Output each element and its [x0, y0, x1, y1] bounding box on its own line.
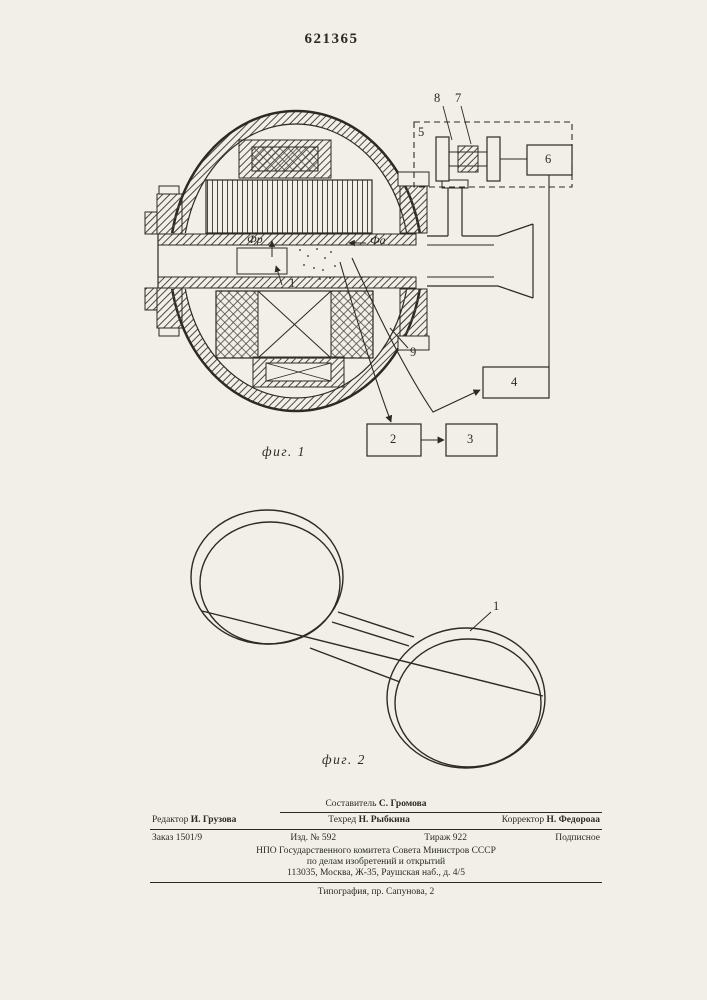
colophon-rule-2: [150, 828, 602, 830]
corrector-entry: Корректор Н. Федороаа: [502, 815, 600, 826]
colophon: Составитель С. Громова Редактор И. Грузо…: [150, 799, 602, 897]
editor-entry: Редактор И. Грузова: [152, 815, 236, 826]
editor-label: Редактор: [152, 814, 189, 825]
fig1-block-diagram: [339, 105, 573, 457]
colophon-editors-row: Редактор И. Грузова Техред Н. Рыбкина Ко…: [150, 813, 602, 829]
fig1-label-1: 1: [289, 276, 296, 290]
fig2-caption: фиг. 2: [322, 752, 366, 767]
colophon-rule-1: [280, 811, 602, 813]
edition-number: Изд. № 592: [290, 832, 337, 843]
order-number: Заказ 1501/9: [152, 832, 203, 843]
techred-label: Техред: [328, 814, 357, 825]
techred-entry: Техред Н. Рыбкина: [328, 815, 410, 826]
patent-number: 621365: [304, 31, 359, 47]
org-line-2: по делам изобретений и открытий: [306, 856, 446, 867]
print-run: Тираж 922: [424, 832, 468, 843]
fig1-label-flux-axial: Фа: [370, 233, 386, 247]
techred-name: Н. Рыбкина: [358, 814, 410, 825]
fig1-label-7: 7: [455, 91, 462, 105]
fig1-label-4: 4: [511, 375, 518, 389]
org-address: 113035, Москва, Ж-35, Раушская наб., д. …: [287, 867, 465, 878]
compiler-label: Составитель: [325, 799, 377, 809]
fig1-label-8: 8: [434, 91, 441, 105]
fig1-caption: фиг. 1: [262, 444, 306, 459]
fig1-motor: [144, 109, 534, 413]
colophon-rule-3: [150, 881, 602, 883]
org-line-1: НПО Государственного комитета Совета Мин…: [256, 845, 496, 856]
fig1-label-9: 9: [410, 345, 417, 359]
subscription-note: Подписное: [555, 832, 600, 843]
corrector-label: Корректор: [501, 814, 545, 825]
fig2-label-1: 1: [493, 599, 500, 613]
fig1-label-flux-rotor: Фр: [247, 232, 263, 246]
fig1-label-3: 3: [467, 432, 474, 446]
printing-house: Типография, пр. Сапунова, 2: [317, 886, 435, 897]
fig2-frame: [190, 509, 546, 769]
compiler-name: С. Громова: [378, 799, 427, 809]
corrector-name: Н. Федороаа: [546, 814, 600, 825]
colophon-print-row: Заказ 1501/9 Изд. № 592 Тираж 922 Подпис…: [150, 830, 602, 846]
fig1-label-2: 2: [390, 432, 397, 446]
fig1-label-5: 5: [418, 125, 425, 139]
editor-name: И. Грузова: [190, 814, 237, 825]
colophon-compiler-row: Составитель С. Громова: [150, 799, 602, 812]
fig1-label-6: 6: [545, 152, 552, 166]
